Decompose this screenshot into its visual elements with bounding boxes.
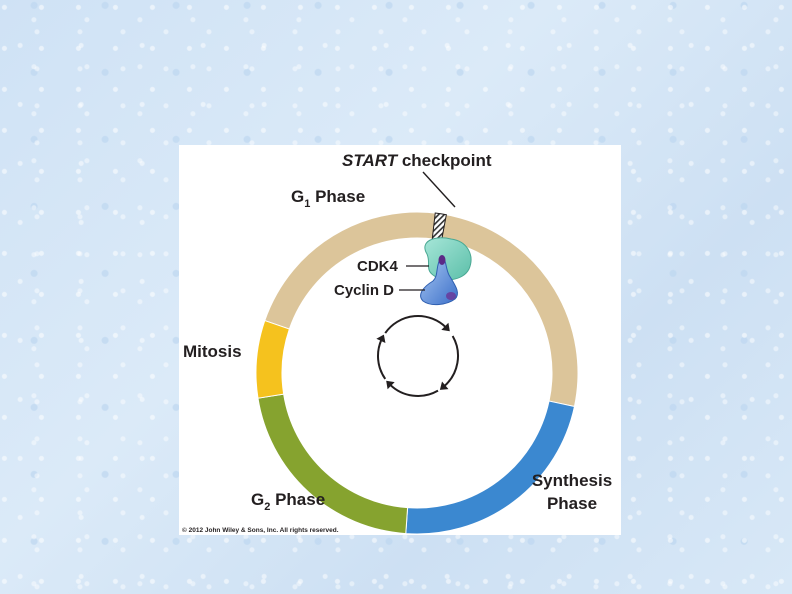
synthesis-phase-segment: [405, 400, 576, 535]
mitosis-label: Mitosis: [183, 342, 242, 361]
cdk4-label: CDK4: [357, 258, 398, 275]
copyright-notice: © 2012 John Wiley & Sons, Inc. All right…: [182, 526, 339, 534]
start-checkpoint-label: START checkpoint: [342, 151, 492, 170]
g1-phase-label: G1 Phase: [291, 187, 365, 210]
mitosis-segment: [255, 319, 290, 399]
cycle-arrow-arc: [377, 338, 387, 380]
synthesis-phase-label-line1: Synthesis: [532, 471, 612, 490]
g2-phase-segment: [257, 393, 409, 535]
checkpoint-leader-line: [422, 171, 456, 208]
cycle-arrowhead: [441, 322, 450, 332]
cyclin-tail: [446, 292, 456, 300]
cdk4-cyclin-complex: [420, 237, 472, 306]
cycle-arrow-arc: [384, 315, 447, 334]
cycle-arrowhead: [376, 334, 386, 344]
cycle-arrows: [376, 315, 459, 397]
cycle-arrowhead: [386, 380, 395, 390]
cycle-arrow-arc: [443, 335, 459, 388]
cell-cycle-ring: [255, 211, 579, 535]
cdk4-protein: [424, 237, 472, 281]
g2-phase-label: G2 Phase: [251, 490, 325, 513]
cdk4-cyclin-binding-site: [438, 255, 446, 265]
g1-phase-segment: [264, 211, 579, 408]
synthesis-phase-label-line2: Phase: [547, 494, 597, 513]
cycle-arrowhead: [439, 381, 449, 390]
cycle-arrow-arc: [389, 383, 439, 397]
cell-cycle-figure: CDK4 Cyclin D START checkpoint G1 Phase …: [179, 145, 621, 535]
cyclin-d-label: Cyclin D: [334, 282, 394, 299]
